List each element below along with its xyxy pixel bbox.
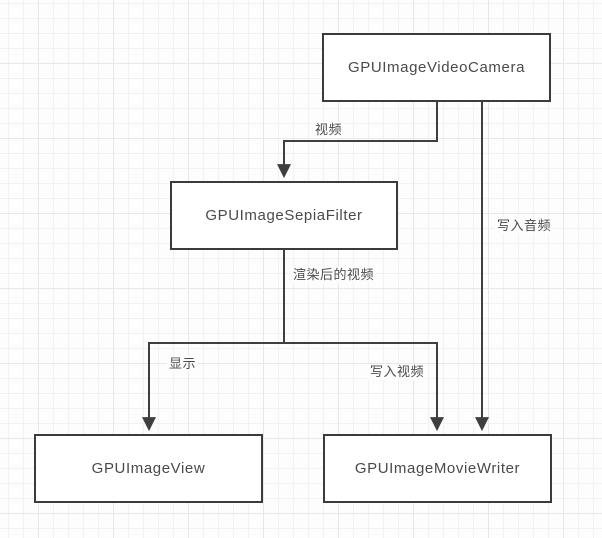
node-label: GPUImageSepiaFilter (205, 207, 363, 224)
edge-label-display: 显示 (167, 356, 199, 372)
node-gpuimageview: GPUImageView (34, 434, 263, 503)
edge-label-video-write: 写入视频 (368, 364, 427, 380)
node-label: GPUImageMovieWriter (354, 460, 521, 477)
node-label: GPUImageView (91, 460, 206, 477)
node-gpuimagevideocamera: GPUImageVideoCamera (322, 33, 551, 102)
edge-label-video: 视频 (313, 122, 345, 138)
connector-video (277, 102, 438, 179)
edge-label-audio-write: 写入音频 (495, 218, 554, 234)
node-gpuimagemoviewriter: GPUImageMovieWriter (323, 434, 552, 503)
node-label: GPUImageVideoCamera (347, 59, 526, 76)
connector-rendered-video (148, 250, 438, 344)
node-gpuimagesepiafilter: GPUImageSepiaFilter (170, 181, 398, 250)
edge-label-rendered-video: 渲染后的视频 (291, 267, 377, 283)
